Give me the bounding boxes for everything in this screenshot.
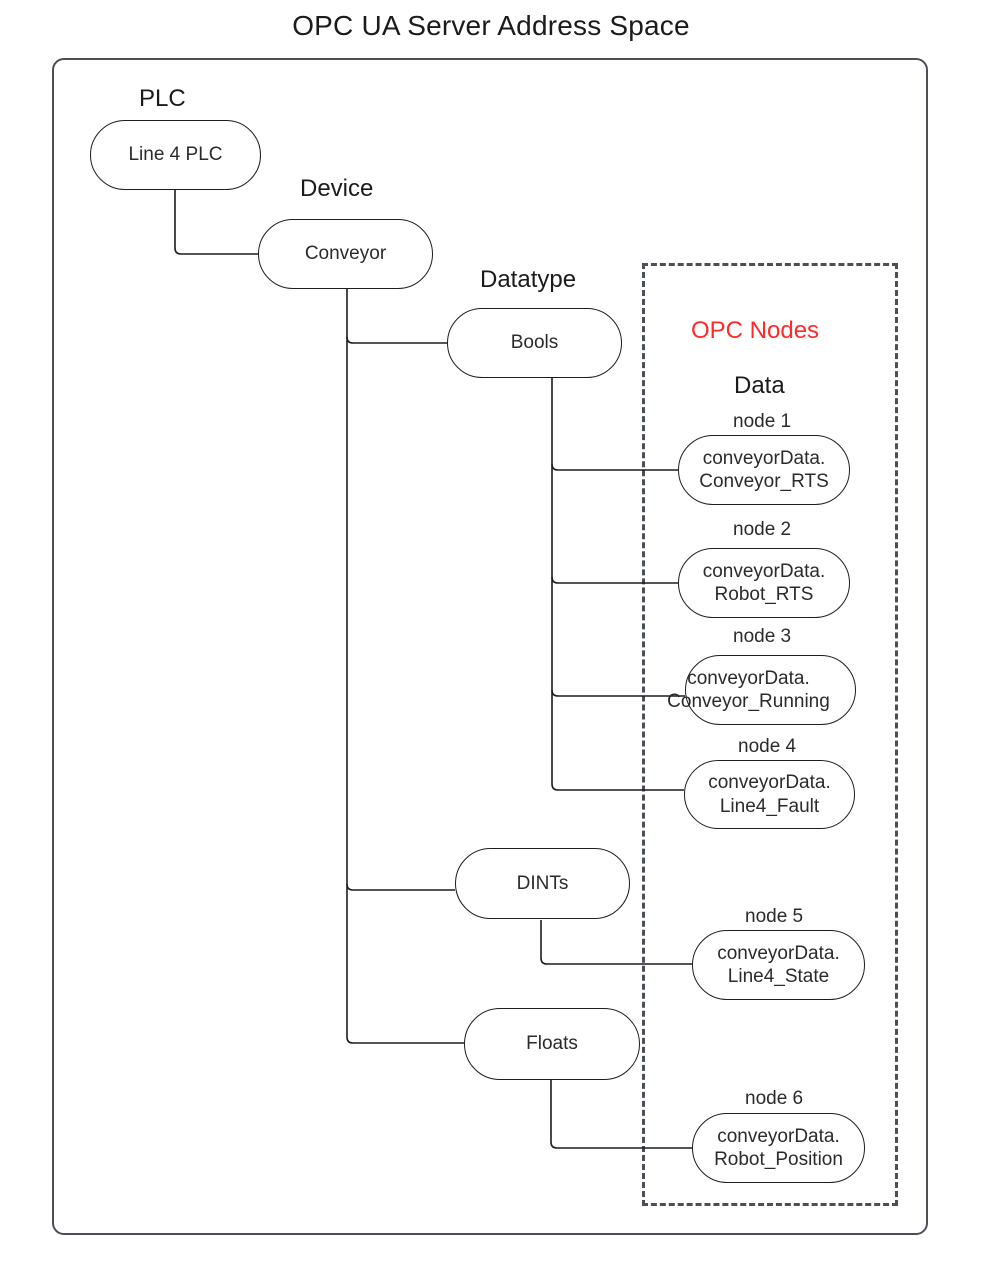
opc-node-5-line2: Line4_State <box>727 966 830 987</box>
caption-opc-nodes: OPC Nodes <box>691 317 820 344</box>
opc-node-4-line1: conveyorData. <box>708 772 831 794</box>
opc-node-6-line1: conveyorData. <box>717 1125 840 1147</box>
opc-node-1[interactable]: conveyorData. Conveyor_RTS <box>678 435 850 505</box>
node-datatype-floats-label: Floats <box>526 1033 578 1055</box>
node-datatype-bools[interactable]: Bools <box>447 308 622 378</box>
node-plc[interactable]: Line 4 PLC <box>90 120 261 190</box>
caption-datatype: Datatype <box>480 266 577 293</box>
address-space-container <box>52 58 928 1235</box>
opc-node-4[interactable]: conveyorData. Line4_Fault <box>684 760 855 829</box>
opc-node-3-line1: conveyorData. <box>687 667 810 689</box>
node-datatype-dints-label: DINTs <box>516 872 569 894</box>
opc-node-3[interactable]: conveyorData. Conveyor_Running <box>667 655 856 725</box>
caption-device: Device <box>300 175 374 202</box>
opc-node-6[interactable]: conveyorData. Robot_Position <box>692 1113 865 1183</box>
caption-node-3: node 3 <box>733 626 792 647</box>
caption-node-2: node 2 <box>733 519 792 540</box>
opc-node-5[interactable]: conveyorData. Line4_State <box>692 930 865 1000</box>
opc-node-3-line2: Conveyor_Running <box>667 691 830 712</box>
caption-node-5: node 5 <box>745 906 804 927</box>
node-datatype-bools-label: Bools <box>510 332 559 354</box>
node-device[interactable]: Conveyor <box>258 219 433 289</box>
page-title: OPC UA Server Address Space <box>292 10 690 41</box>
node-plc-label: Line 4 PLC <box>128 144 223 166</box>
caption-plc: PLC <box>139 85 186 112</box>
opc-node-5-line1: conveyorData. <box>717 942 840 964</box>
opc-node-1-line1: conveyorData. <box>702 447 826 469</box>
opc-nodes-group-box <box>642 263 898 1206</box>
opc-node-6-line2: Robot_Position <box>714 1149 843 1170</box>
caption-node-1: node 1 <box>733 411 792 432</box>
opc-node-2[interactable]: conveyorData. Robot_RTS <box>678 548 850 618</box>
opc-node-4-line2: Line4_Fault <box>719 795 820 817</box>
caption-node-6: node 6 <box>745 1088 804 1109</box>
caption-data: Data <box>734 372 785 399</box>
node-device-label: Conveyor <box>304 243 387 265</box>
node-datatype-dints[interactable]: DINTs <box>455 848 630 919</box>
opc-node-2-line2: Robot_RTS <box>714 584 814 605</box>
opc-node-1-line2: Conveyor_RTS <box>699 471 829 492</box>
caption-node-4: node 4 <box>738 736 797 757</box>
opc-node-2-line1: conveyorData. <box>702 560 826 582</box>
node-datatype-floats[interactable]: Floats <box>464 1008 640 1080</box>
